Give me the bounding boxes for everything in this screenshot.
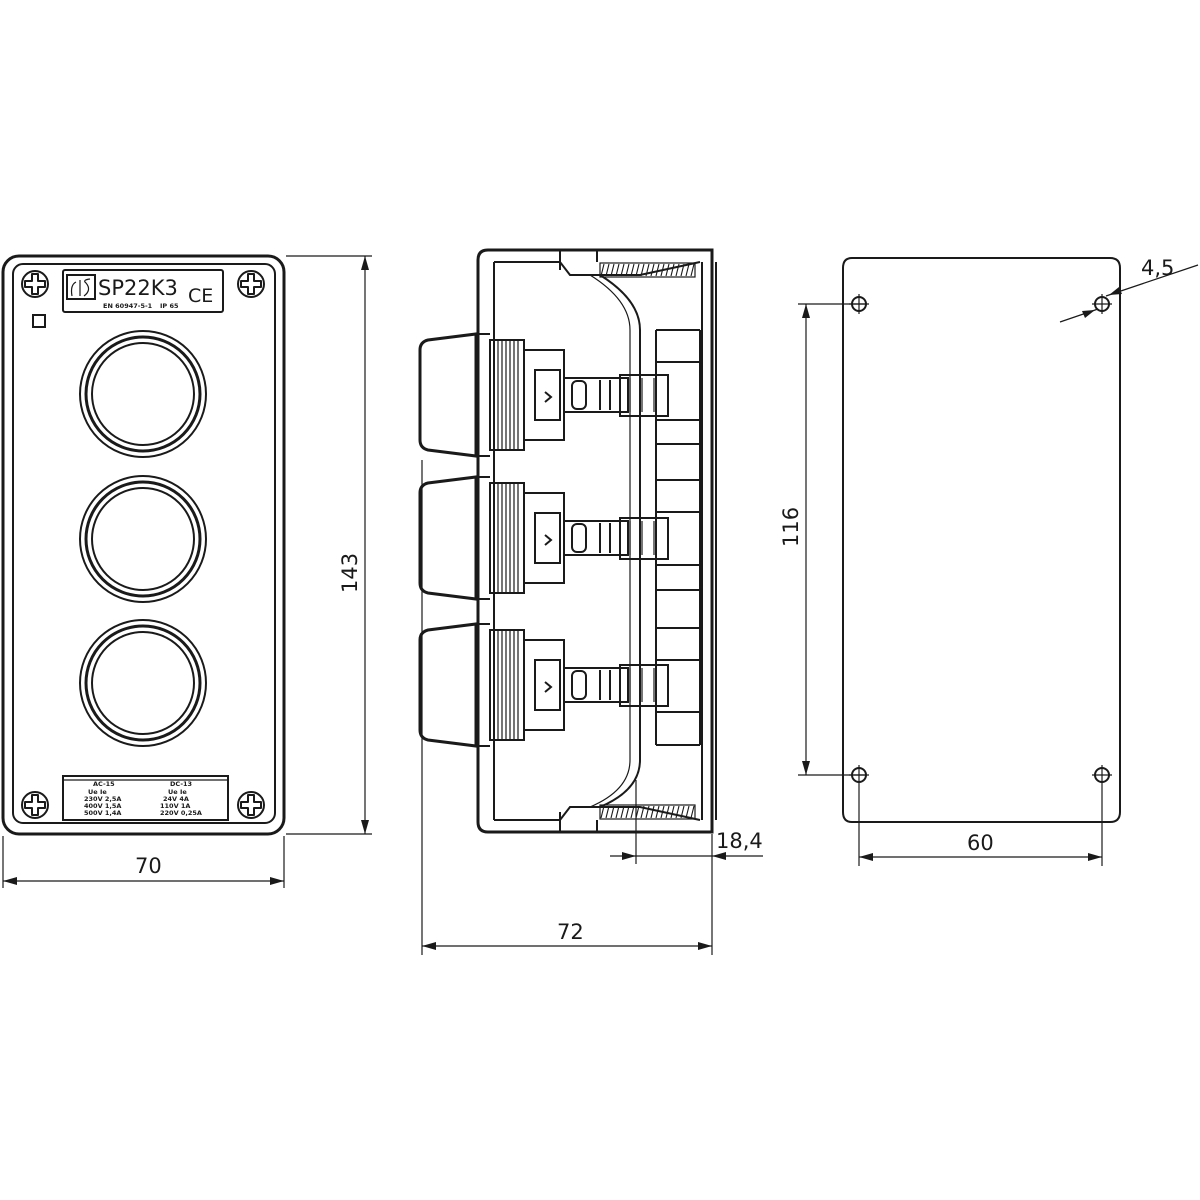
dc-row: 24V 4A bbox=[163, 795, 189, 803]
rear-bays bbox=[655, 329, 701, 746]
dimension-hole-diameter: 4,5 bbox=[1059, 256, 1199, 323]
rating-label: AC-15 DC-13 Ue Ie 230V 2,5A 400V 1,5A 50… bbox=[62, 775, 229, 821]
dimension-label: 116 bbox=[779, 507, 803, 547]
dimension-label: 18,4 bbox=[716, 829, 763, 853]
dimension-back-horizontal: 60 bbox=[858, 785, 1103, 866]
dc-row: 220V 0,25A bbox=[160, 809, 202, 817]
dimension-label: 143 bbox=[338, 553, 362, 593]
spring-top bbox=[599, 262, 696, 278]
dc-row: Ue Ie bbox=[168, 788, 187, 796]
standard-text: EN 60947-5-1 bbox=[103, 302, 153, 310]
front-enclosure-outline bbox=[1, 254, 286, 836]
ac-row: 500V 1,4A bbox=[84, 809, 121, 817]
push-button-actuator bbox=[418, 332, 669, 458]
screw-icon bbox=[237, 791, 265, 819]
nameplate: SP22K3 CE EN 60947-5-1 IP 65 bbox=[62, 269, 224, 313]
ce-mark: CE bbox=[188, 285, 213, 307]
push-button-actuator bbox=[418, 622, 669, 748]
dimension-front-height: 143 bbox=[286, 255, 372, 835]
dimension-label: 70 bbox=[135, 854, 162, 878]
indicator-square-icon bbox=[32, 314, 46, 328]
button-opening bbox=[79, 475, 207, 603]
screw-icon bbox=[21, 791, 49, 819]
dimension-label: 60 bbox=[967, 831, 994, 855]
spring-bottom bbox=[599, 804, 696, 820]
button-opening bbox=[79, 330, 207, 458]
screw-icon bbox=[21, 270, 49, 298]
back-plate-outline bbox=[842, 257, 1121, 823]
dimension-label: 72 bbox=[557, 920, 584, 944]
brand-logo-icon bbox=[66, 274, 96, 300]
screw-icon bbox=[237, 270, 265, 298]
front-lid-outline bbox=[12, 263, 276, 824]
dimension-side-offset: 18,4 bbox=[610, 780, 763, 864]
front-view: SP22K3 CE EN 60947-5-1 IP 65 AC-15 D bbox=[1, 254, 286, 836]
ac-header: AC-15 bbox=[93, 780, 115, 788]
ac-row: 230V 2,5A bbox=[84, 795, 121, 803]
dimension-front-width: 70 bbox=[2, 836, 285, 888]
dc-header: DC-13 bbox=[170, 780, 192, 788]
ac-row: Ue Ie bbox=[88, 788, 107, 796]
ac-row: 400V 1,5A bbox=[84, 802, 121, 810]
mounting-hole-icon bbox=[1092, 294, 1112, 314]
ip-rating-text: IP 65 bbox=[160, 302, 179, 310]
button-opening bbox=[79, 619, 207, 747]
side-view bbox=[418, 248, 717, 834]
dimension-side-depth: 72 bbox=[421, 460, 713, 955]
dimension-label: 4,5 bbox=[1141, 256, 1174, 280]
back-view bbox=[842, 257, 1121, 823]
model-name: SP22K3 bbox=[98, 276, 178, 300]
dc-row: 110V 1A bbox=[160, 802, 190, 810]
push-button-actuator bbox=[418, 475, 669, 601]
mounting-hole-icon bbox=[1092, 765, 1112, 785]
dimension-back-vertical: 116 bbox=[779, 303, 866, 776]
